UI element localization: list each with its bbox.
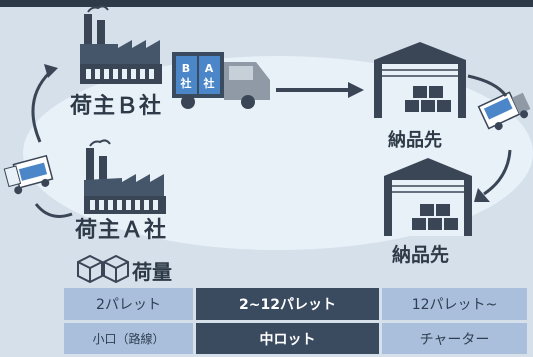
factory-b-icon <box>80 5 162 84</box>
warehouse-1-icon <box>374 42 466 118</box>
shipper-a-label: 荷主Ａ社 <box>75 218 168 243</box>
route-arrow-right-bottom <box>483 149 512 196</box>
cell-charter: チャーター <box>382 323 527 354</box>
cell-small-lot: 小口（路線） <box>64 323 193 354</box>
return-arrowhead-left <box>44 64 58 78</box>
shipper-b-label: 荷主Ｂ社 <box>70 94 163 119</box>
delivery-arrow <box>276 82 364 98</box>
cargo-a-line2: 社 <box>203 76 215 90</box>
volume-table: 2パレット 2~12パレット 12パレット~ 小口（路線） 中ロット チャーター <box>64 288 527 354</box>
warehouse-2-icon <box>384 158 472 236</box>
cargo-b-line2: 社 <box>180 76 192 90</box>
truck-icon: B 社 A 社 <box>172 52 270 109</box>
route-arrowhead-right <box>474 188 490 202</box>
cargo-a-line1: A <box>205 62 214 75</box>
cell-small-pallets: 2パレット <box>64 288 193 320</box>
cargo-b-line1: B <box>182 62 190 75</box>
loop-arrow-left-bottom <box>34 203 73 218</box>
volume-label: 荷量 <box>132 260 172 284</box>
small-truck-right-icon <box>477 91 531 131</box>
cell-mid-lot: 中ロット <box>196 323 379 354</box>
destination-2-label: 納品先 <box>392 244 450 266</box>
return-arrow-left <box>31 70 52 143</box>
cell-mid-pallets: 2~12パレット <box>196 288 379 320</box>
destination-1-label: 納品先 <box>388 130 442 151</box>
route-arrow-right-top <box>467 74 508 97</box>
top-bar <box>0 0 533 7</box>
factory-a-icon <box>84 139 166 214</box>
cell-large-pallets: 12パレット~ <box>382 288 527 320</box>
small-truck-left-icon <box>3 154 54 195</box>
boxes-icon <box>77 254 129 284</box>
